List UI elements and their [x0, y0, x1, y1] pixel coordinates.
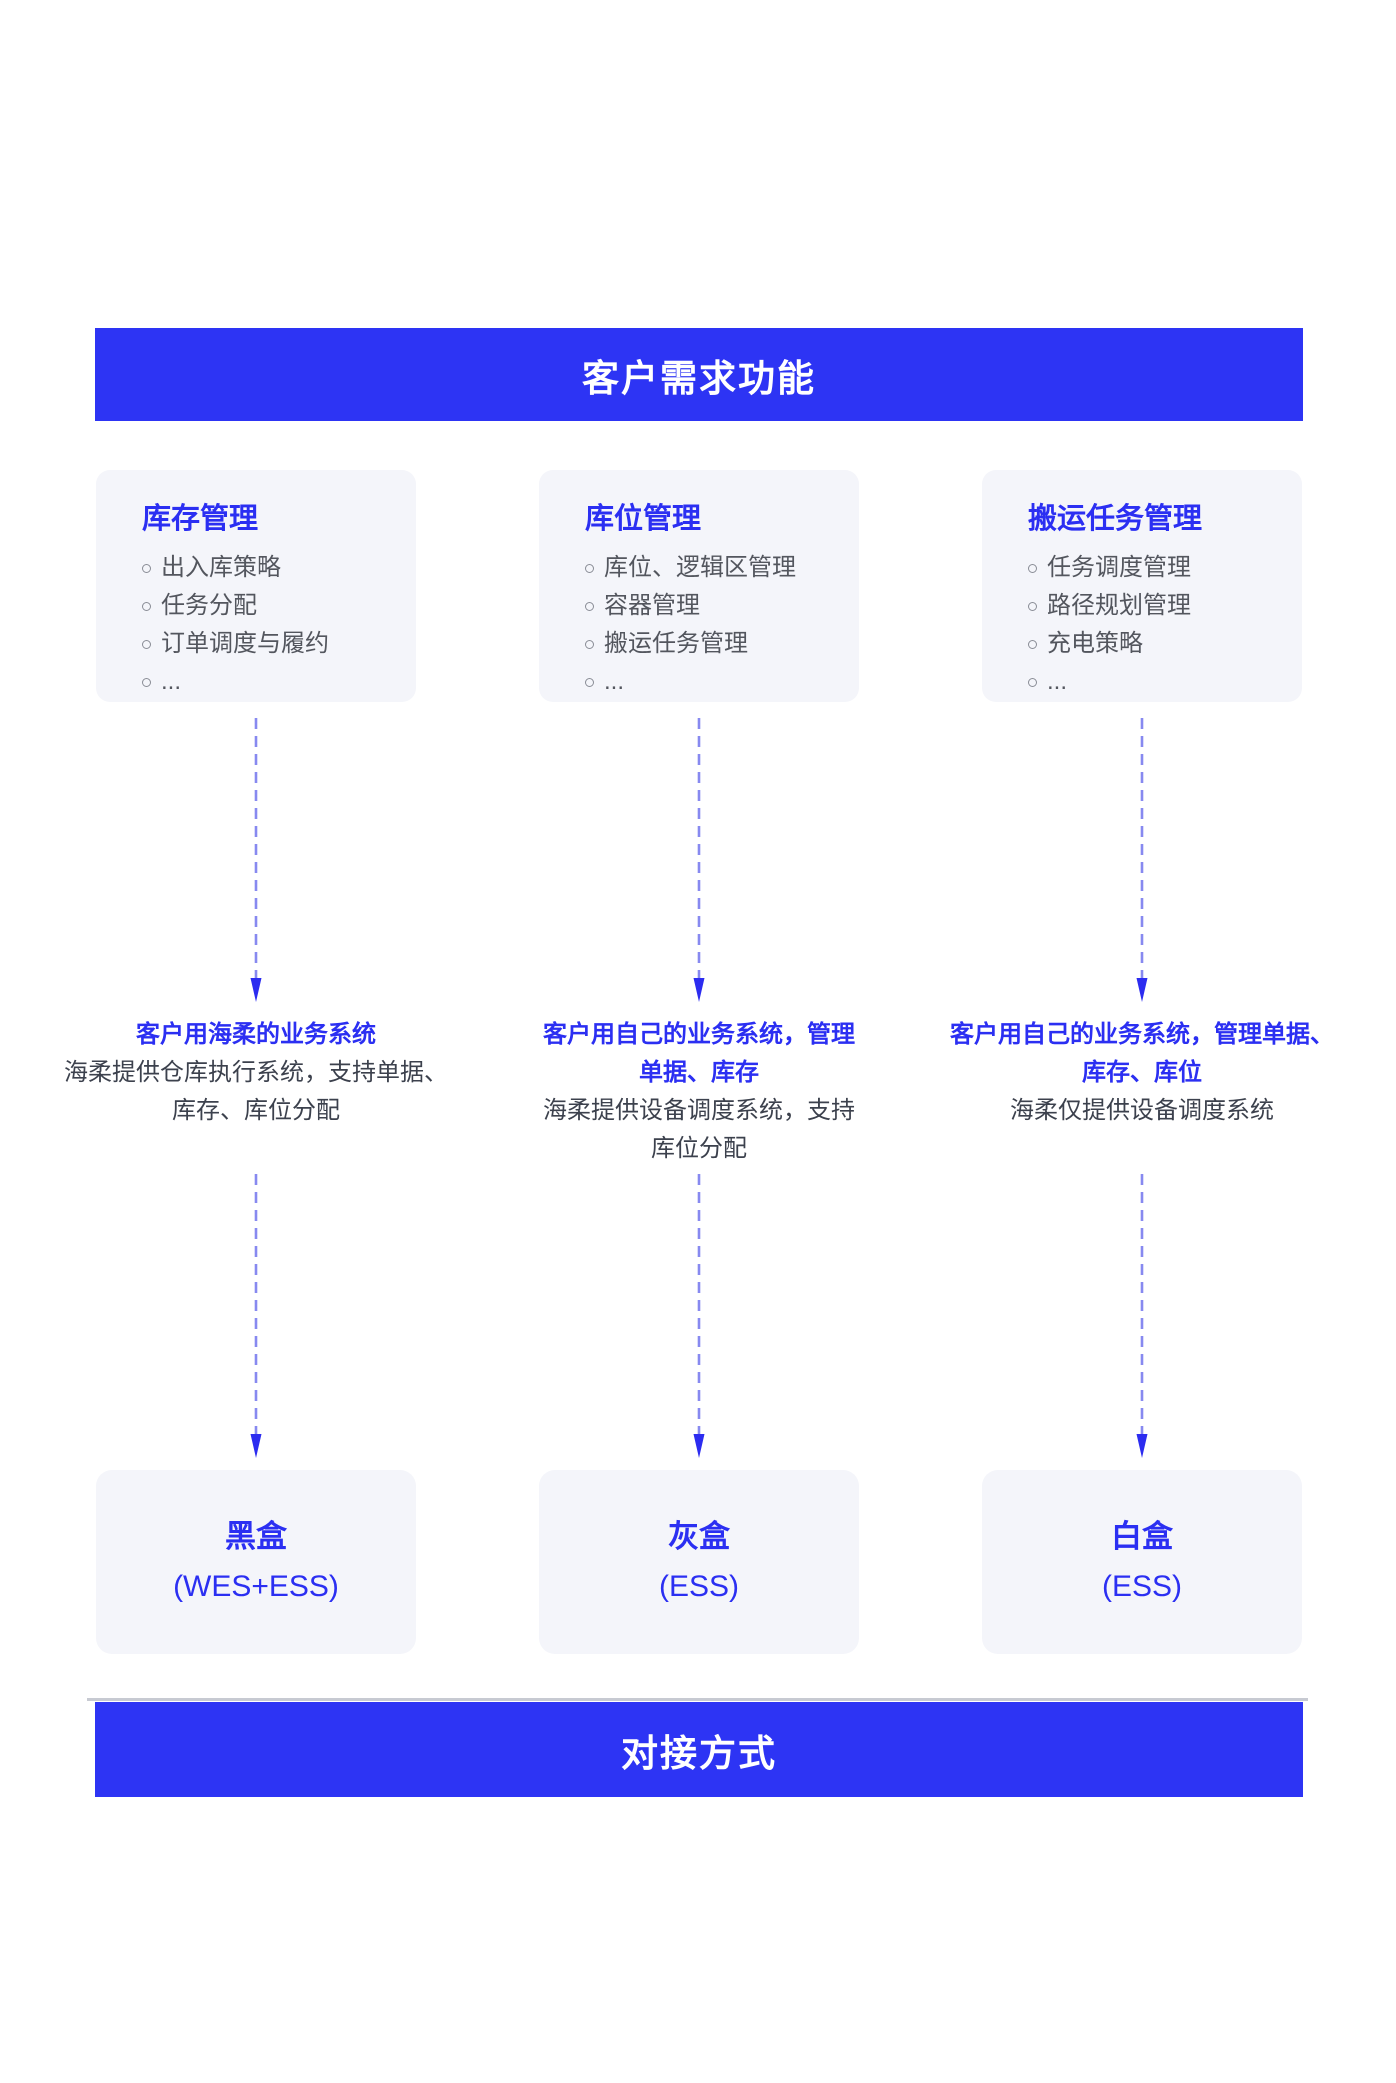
- result-box-name: 灰盒: [668, 1519, 730, 1554]
- card-item-label: 路径规划管理: [1047, 592, 1191, 619]
- card-item: 订单调度与履约: [142, 625, 396, 663]
- feature-card-locations: 库位管理 库位、逻辑区管理 容器管理 搬运任务管理 ...: [539, 470, 859, 702]
- description-heading: 客户用自己的业务系统，管理 单据、库存: [543, 1021, 855, 1086]
- result-box-name: 白盒: [1111, 1519, 1173, 1554]
- circle-bullet-icon: [585, 563, 594, 573]
- down-arrow-icon: [250, 1174, 262, 1458]
- feature-card-inventory: 库存管理 出入库策略 任务分配 订单调度与履约 ...: [96, 470, 416, 702]
- card-item: 搬运任务管理: [585, 625, 839, 663]
- bottom-banner-title: 对接方式: [621, 1732, 777, 1774]
- top-banner-title: 客户需求功能: [582, 357, 816, 399]
- circle-bullet-icon: [1028, 563, 1037, 573]
- down-arrow-icon: [1136, 1174, 1148, 1458]
- circle-bullet-icon: [142, 601, 151, 611]
- description-heading: 客户用海柔的业务系统: [136, 1021, 376, 1048]
- card-item: 库位、逻辑区管理: [585, 549, 839, 587]
- card-item-label: 出入库策略: [161, 554, 281, 581]
- card-item-label: ...: [1047, 668, 1068, 695]
- result-box-subtitle: (WES+ESS): [173, 1570, 339, 1603]
- card-item: 充电策略: [1028, 625, 1282, 663]
- card-item-list: 出入库策略 任务分配 订单调度与履约 ...: [142, 549, 396, 701]
- card-item-label: 库位、逻辑区管理: [604, 554, 796, 581]
- result-box-subtitle: (ESS): [1101, 1570, 1182, 1603]
- card-item-label: 容器管理: [604, 592, 700, 619]
- card-title: 库存管理: [142, 503, 259, 535]
- divider-line: [87, 1698, 1308, 1701]
- description-block: 客户用自己的业务系统，管理单据、 库存、库位 海柔仅提供设备调度系统: [922, 1016, 1362, 1130]
- card-item-label: 订单调度与履约: [161, 630, 329, 657]
- circle-bullet-icon: [585, 601, 594, 611]
- circle-bullet-icon: [1028, 601, 1037, 611]
- card-item: ...: [1028, 663, 1282, 701]
- result-box-black-box: 黑盒 (WES+ESS): [96, 1470, 416, 1654]
- card-item-label: 任务调度管理: [1047, 554, 1191, 581]
- result-box-name: 黑盒: [225, 1519, 287, 1554]
- card-item-label: 充电策略: [1047, 630, 1143, 657]
- description-body: 海柔提供仓库执行系统，支持单据、 库存、库位分配: [64, 1059, 448, 1124]
- card-item-label: ...: [604, 668, 625, 695]
- description-block: 客户用自己的业务系统，管理 单据、库存 海柔提供设备调度系统，支持 库位分配: [479, 1016, 919, 1168]
- card-item: 容器管理: [585, 587, 839, 625]
- card-item-list: 库位、逻辑区管理 容器管理 搬运任务管理 ...: [585, 549, 839, 701]
- circle-bullet-icon: [142, 563, 151, 573]
- circle-bullet-icon: [585, 639, 594, 649]
- card-item: ...: [585, 663, 839, 701]
- card-item: 任务分配: [142, 587, 396, 625]
- description-block: 客户用海柔的业务系统 海柔提供仓库执行系统，支持单据、 库存、库位分配: [36, 1016, 476, 1130]
- feature-card-transport-tasks: 搬运任务管理 任务调度管理 路径规划管理 充电策略 ...: [982, 470, 1302, 702]
- circle-bullet-icon: [142, 677, 151, 687]
- top-banner: 客户需求功能: [95, 328, 1303, 421]
- card-title: 搬运任务管理: [1028, 503, 1203, 535]
- card-item: 任务调度管理: [1028, 549, 1282, 587]
- down-arrow-icon: [693, 718, 705, 1002]
- card-item-label: 任务分配: [161, 592, 257, 619]
- result-box-subtitle: (ESS): [658, 1570, 739, 1603]
- result-box-gray-box: 灰盒 (ESS): [539, 1470, 859, 1654]
- description-body: 海柔仅提供设备调度系统: [1010, 1097, 1274, 1124]
- description-body: 海柔提供设备调度系统，支持 库位分配: [543, 1097, 855, 1162]
- circle-bullet-icon: [585, 677, 594, 687]
- card-item-list: 任务调度管理 路径规划管理 充电策略 ...: [1028, 549, 1282, 701]
- circle-bullet-icon: [1028, 677, 1037, 687]
- card-item: ...: [142, 663, 396, 701]
- card-item: 路径规划管理: [1028, 587, 1282, 625]
- circle-bullet-icon: [1028, 639, 1037, 649]
- down-arrow-icon: [693, 1174, 705, 1458]
- circle-bullet-icon: [142, 639, 151, 649]
- card-item: 出入库策略: [142, 549, 396, 587]
- card-item-label: ...: [161, 668, 182, 695]
- result-box-white-box: 白盒 (ESS): [982, 1470, 1302, 1654]
- down-arrow-icon: [250, 718, 262, 1002]
- card-item-label: 搬运任务管理: [604, 630, 748, 657]
- card-title: 库位管理: [585, 503, 702, 535]
- down-arrow-icon: [1136, 718, 1148, 1002]
- bottom-banner: 对接方式: [95, 1702, 1303, 1797]
- description-heading: 客户用自己的业务系统，管理单据、 库存、库位: [950, 1021, 1334, 1086]
